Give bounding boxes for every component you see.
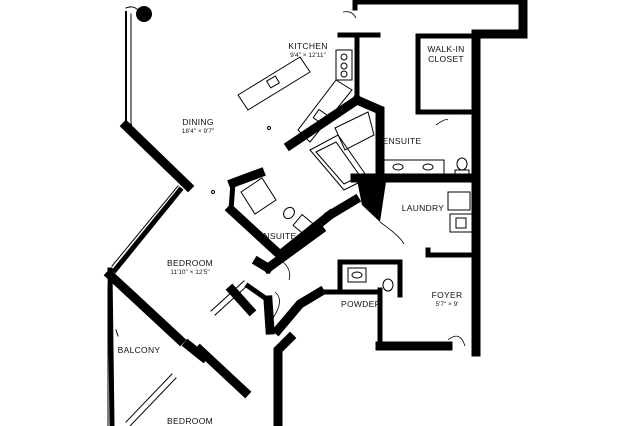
door-swings [272,11,466,347]
label-bedroom-lower: BEDROOM [167,416,213,426]
label-ensuite-second: ENSUITE [258,231,297,241]
label-laundry: LAUNDRY [402,203,445,213]
label-walkin-line2: CLOSET [428,54,464,64]
column-marker [136,6,152,22]
window-curve [125,6,139,11]
dim-bedroom: 11'10" × 12'5" [170,269,210,276]
second-ensuite-fixtures [240,177,320,241]
room-labels: KITCHEN 9'4" × 12'11" DINING 18'4" × 9'7… [118,41,465,426]
exterior-walls [103,0,528,426]
label-powder: POWDER [341,299,381,309]
ensuite-fixtures [309,111,470,191]
label-bedroom: BEDROOM [167,258,213,268]
balcony-rail [107,284,119,426]
label-dining: DINING [182,117,214,127]
dim-foyer: 5'7" × 9' [435,301,458,308]
laundry-fixtures [379,119,473,245]
kitchen-fixtures [211,49,353,194]
powder-fixtures [347,267,394,292]
label-walkin-line1: WALK-IN [427,44,464,54]
dim-dining: 18'4" × 9'7" [182,128,215,135]
label-balcony: BALCONY [118,345,161,355]
label-ensuite-main: ENSUITE [383,136,422,146]
label-kitchen: KITCHEN [288,41,327,51]
structural-column [356,175,387,222]
label-foyer: FOYER [432,290,463,300]
dim-kitchen: 9'4" × 12'11" [290,52,326,59]
